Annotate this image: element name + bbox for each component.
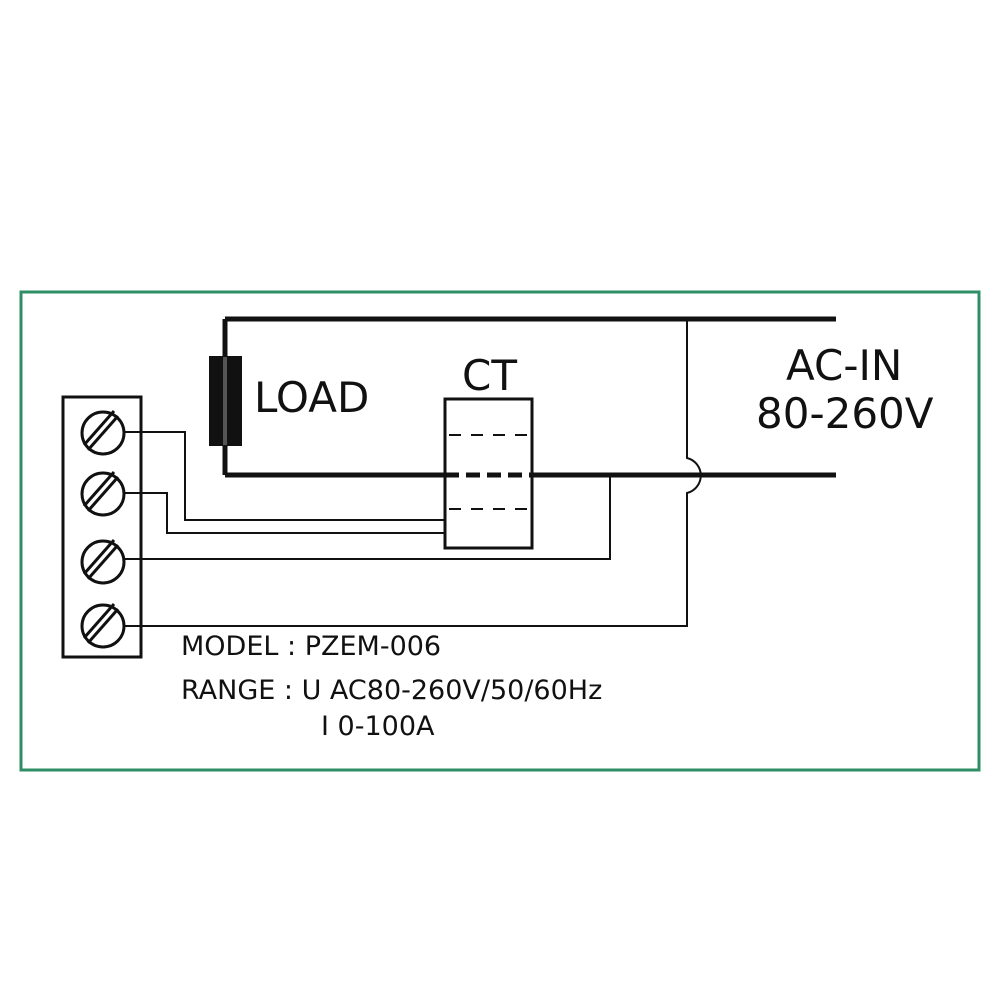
green-frame [19,290,981,772]
load-resistor-highlight [223,357,227,445]
terminal-1-wire [125,431,445,521]
ac-in-label: AC-IN [786,341,903,390]
ct-lower-wire [125,475,611,560]
model-info: MODEL : PZEM-006 [181,631,442,662]
voltage-range-label: 80-260V [756,389,934,438]
terminal-screw-1 [80,410,126,456]
terminal-block [61,395,143,659]
load-label: LOAD [254,373,370,422]
terminal-screw-2 [80,471,126,517]
voltage-sense-wire [125,319,702,627]
terminal-screw-4 [80,603,126,649]
terminal-2-wire [125,492,445,534]
terminal-screw-3 [80,539,126,585]
range-info: RANGE : U AC80-260V/50/60Hz [181,675,603,706]
ct-label: CT [462,351,517,400]
current-range-info: I 0-100A [321,711,435,742]
